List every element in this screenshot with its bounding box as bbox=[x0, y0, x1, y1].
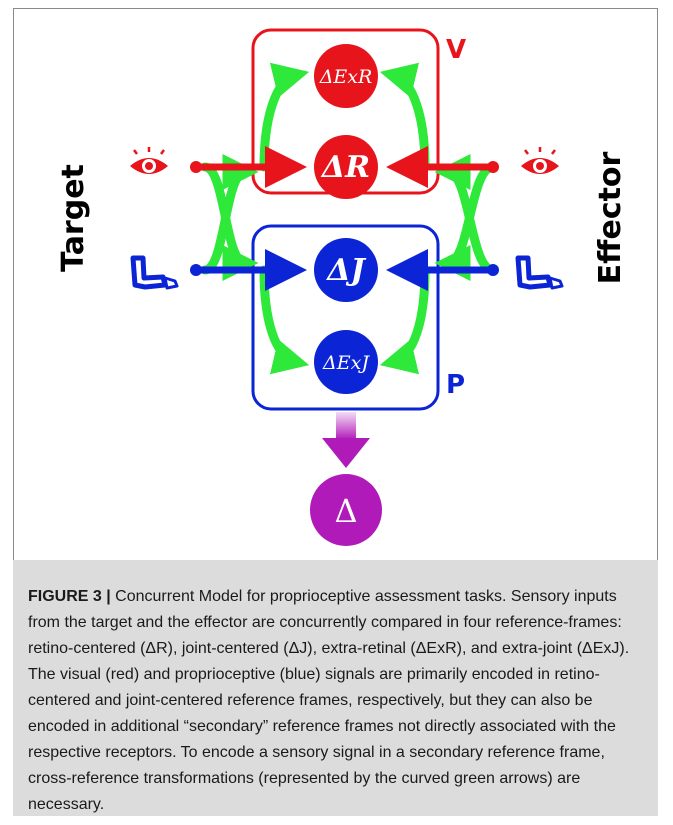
node-dR: ΔR bbox=[314, 135, 378, 199]
caption-text: Concurrent Model for proprioceptive asse… bbox=[28, 588, 630, 813]
cross-reference-arrows bbox=[200, 62, 498, 375]
caption-area: FIGURE 3 | Concurrent Model for proprioc… bbox=[13, 560, 658, 816]
eye-icon bbox=[130, 147, 168, 174]
svg-text:ΔR: ΔR bbox=[320, 150, 370, 185]
concurrent-model-diagram: V P ΔExR ΔR ΔJ ΔExJ Δ bbox=[56, 28, 628, 546]
node-dExR: ΔExR bbox=[314, 44, 378, 108]
proprioceptive-box-label: P bbox=[446, 370, 465, 400]
output-arrow-shaft bbox=[336, 412, 356, 440]
node-dJ: ΔJ bbox=[314, 238, 378, 302]
target-label: Target bbox=[56, 164, 91, 272]
figure-caption: FIGURE 3 | Concurrent Model for proprioc… bbox=[28, 584, 642, 818]
node-dExJ: ΔExJ bbox=[314, 330, 378, 394]
output-arrow-head bbox=[322, 438, 370, 468]
arm-icon bbox=[130, 255, 179, 290]
effector-label: Effector bbox=[593, 151, 628, 284]
caption-label: FIGURE 3 | bbox=[28, 588, 111, 605]
visual-box-label: V bbox=[446, 35, 466, 65]
proprioceptive-frame-box bbox=[251, 224, 440, 411]
node-delta-output: Δ bbox=[310, 474, 382, 546]
svg-text:ΔExR: ΔExR bbox=[319, 66, 373, 88]
svg-text:Δ: Δ bbox=[334, 492, 357, 530]
arm-icon bbox=[515, 255, 564, 290]
eye-icon bbox=[521, 147, 559, 174]
svg-text:ΔJ: ΔJ bbox=[325, 253, 366, 288]
svg-text:ΔExJ: ΔExJ bbox=[322, 352, 370, 374]
